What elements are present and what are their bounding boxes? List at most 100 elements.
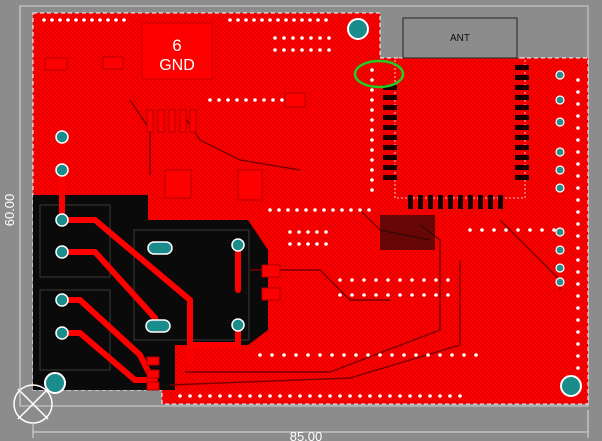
via [438, 353, 442, 357]
via [306, 353, 310, 357]
via [106, 18, 110, 22]
via [468, 228, 472, 232]
via [324, 242, 328, 246]
via [338, 278, 342, 282]
via [450, 353, 454, 357]
via [576, 258, 580, 262]
via [402, 353, 406, 357]
via [286, 208, 290, 212]
right-header-pads[interactable] [555, 70, 565, 287]
via [370, 188, 374, 192]
via [328, 394, 332, 398]
via [322, 208, 326, 212]
via [304, 208, 308, 212]
via [309, 36, 313, 40]
via [474, 353, 478, 357]
smd-pads[interactable] [44, 56, 306, 391]
antenna-keepout[interactable] [402, 17, 518, 59]
via [504, 228, 508, 232]
dimension-width: 85.00 [290, 429, 323, 441]
via [576, 306, 580, 310]
mounting-holes[interactable] [44, 18, 582, 397]
via [410, 278, 414, 282]
highlight-marker [353, 59, 405, 89]
via [446, 293, 450, 297]
via [268, 208, 272, 212]
via [362, 278, 366, 282]
via [576, 186, 580, 190]
through-hole-pads[interactable] [55, 130, 245, 340]
via [370, 128, 374, 132]
via [288, 394, 292, 398]
via [342, 353, 346, 357]
via [422, 278, 426, 282]
via [278, 394, 282, 398]
via [313, 208, 317, 212]
via [315, 242, 319, 246]
via [236, 18, 240, 22]
via [576, 90, 580, 94]
via [386, 293, 390, 297]
oblong-pads[interactable] [145, 241, 173, 333]
via [350, 278, 354, 282]
via [340, 208, 344, 212]
via [426, 353, 430, 357]
via [226, 98, 230, 102]
via [438, 394, 442, 398]
via [306, 242, 310, 246]
via [318, 48, 322, 52]
via [327, 48, 331, 52]
vias [42, 18, 580, 398]
via [370, 158, 374, 162]
via [288, 230, 292, 234]
via [298, 394, 302, 398]
via [378, 394, 382, 398]
via [354, 353, 358, 357]
via [178, 394, 182, 398]
via [390, 353, 394, 357]
via [300, 36, 304, 40]
via [308, 18, 312, 22]
via [248, 394, 252, 398]
via [66, 18, 70, 22]
via [58, 18, 62, 22]
via [122, 18, 126, 22]
via [576, 270, 580, 274]
via [188, 394, 192, 398]
via [258, 394, 262, 398]
via [282, 36, 286, 40]
via [448, 394, 452, 398]
antenna-label: ANT [450, 33, 470, 44]
via [297, 230, 301, 234]
via [238, 394, 242, 398]
via [349, 208, 353, 212]
via [370, 178, 374, 182]
via [576, 210, 580, 214]
via [358, 394, 362, 398]
via [308, 394, 312, 398]
via [576, 222, 580, 226]
via [462, 353, 466, 357]
via [300, 48, 304, 52]
dimension-height: 60.00 [2, 194, 17, 227]
via [370, 78, 374, 82]
via [576, 294, 580, 298]
via [50, 18, 54, 22]
via [260, 18, 264, 22]
wifi-module-pads[interactable] [383, 65, 529, 209]
gnd-test-pad[interactable] [141, 22, 213, 80]
via [217, 98, 221, 102]
via [280, 98, 284, 102]
via [370, 68, 374, 72]
via [288, 242, 292, 246]
via [315, 230, 319, 234]
via [228, 394, 232, 398]
via [370, 168, 374, 172]
via [398, 293, 402, 297]
via [258, 353, 262, 357]
via [367, 208, 371, 212]
via [338, 394, 342, 398]
via [410, 293, 414, 297]
via [418, 394, 422, 398]
